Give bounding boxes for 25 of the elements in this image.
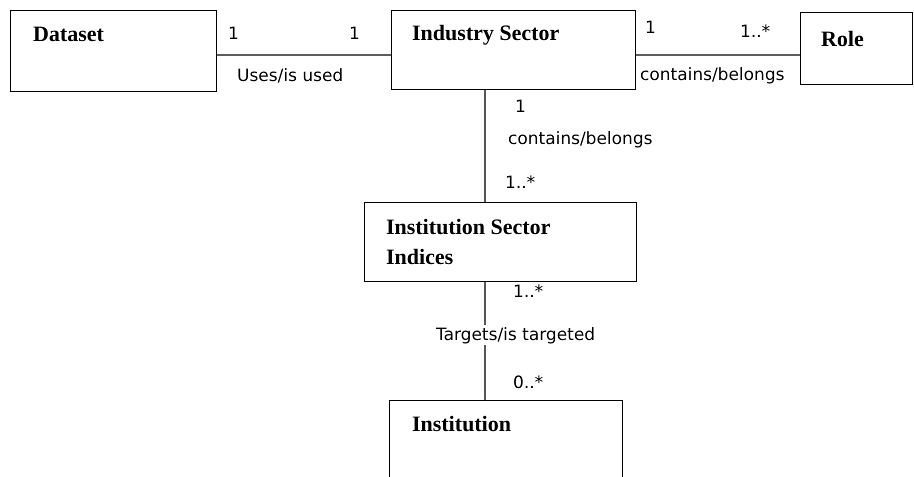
class-name: Dataset <box>33 20 105 48</box>
edge-label: Targets/is targeted <box>435 325 596 345</box>
class-box <box>391 10 636 90</box>
class-name: Industry Sector <box>412 19 560 47</box>
class-name: Role <box>821 25 865 53</box>
multiplicity-label: 1 <box>515 97 526 117</box>
connector-line <box>217 54 391 56</box>
multiplicity-label: 0..* <box>513 373 544 393</box>
class-name: Institution Sector Indices <box>386 213 551 271</box>
class-box <box>364 202 637 282</box>
connector-line <box>636 54 800 56</box>
multiplicity-label: 1..* <box>740 22 770 42</box>
multiplicity-label: 1 <box>349 24 360 44</box>
class-name: Institution <box>412 410 512 438</box>
edge-label: Uses/is used <box>236 66 344 86</box>
multiplicity-label: 1 <box>228 24 239 44</box>
multiplicity-label: 1..* <box>513 282 544 302</box>
multiplicity-label: 1 <box>645 18 656 38</box>
class-box <box>800 12 913 85</box>
connector-line <box>484 90 486 202</box>
edge-label: contains/belongs <box>639 65 786 85</box>
edge-label: contains/belongs <box>507 129 654 149</box>
multiplicity-label: 1..* <box>505 173 536 193</box>
class-box <box>389 400 623 477</box>
class-box <box>10 10 217 92</box>
